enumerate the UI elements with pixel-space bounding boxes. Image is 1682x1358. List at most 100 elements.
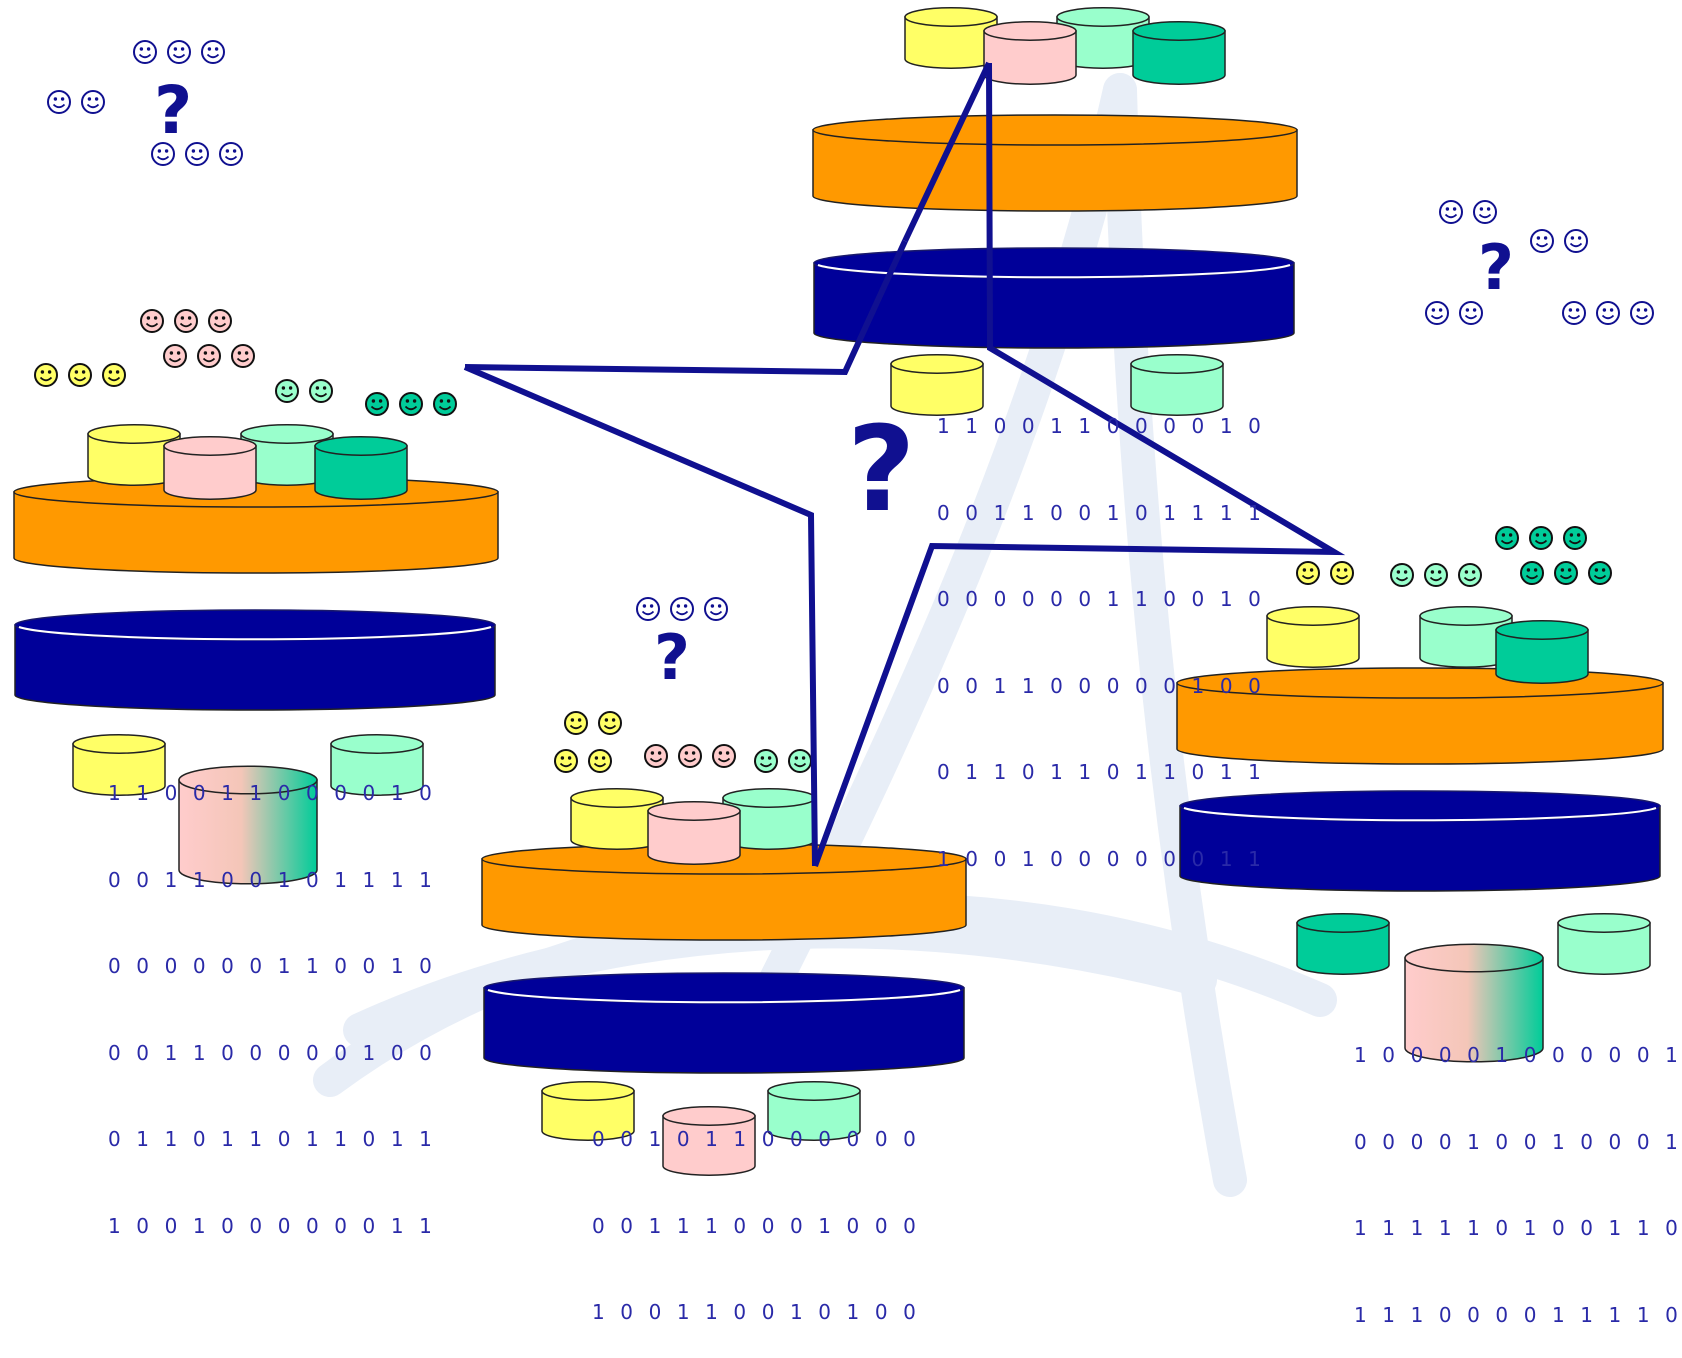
smiley-face-icon [598, 711, 622, 735]
smiley-head [140, 309, 164, 333]
smiley-head [1439, 200, 1463, 224]
smiley-eye [173, 47, 178, 51]
smiley-head [399, 392, 423, 416]
cylinder-top [1266, 606, 1360, 626]
smiley-eye [315, 386, 320, 390]
smiley-head [167, 40, 191, 64]
smiley-eye [221, 316, 226, 320]
smiley-eye [1602, 308, 1607, 312]
smiley-eye [203, 351, 208, 355]
smiley-face-icon [163, 344, 187, 368]
cylinder-top [87, 424, 181, 444]
navy-platform-middle [483, 972, 965, 1074]
smiley-face-icon [1390, 563, 1414, 587]
database-cylinder-icon [890, 354, 984, 416]
smiley-face-icon [174, 309, 198, 333]
smiley-mouth [1429, 576, 1443, 582]
smiley-eye [157, 149, 162, 153]
smiley-mouth [145, 322, 159, 328]
smiley-head [1630, 301, 1654, 325]
smiley-eye [207, 47, 212, 51]
smiley-eye [139, 47, 144, 51]
smiley-mouth [156, 155, 170, 161]
smiley-head [644, 744, 668, 768]
smiley-mouth [683, 757, 697, 763]
smiley-head [598, 711, 622, 735]
smiley-face-icon [133, 40, 157, 64]
smiley-mouth [759, 762, 773, 768]
smiley-eye [164, 149, 169, 153]
smiley-face-icon [1439, 200, 1463, 224]
smiley-face-icon [1424, 563, 1448, 587]
smiley-eye [115, 370, 120, 374]
cylinder-body [662, 1115, 756, 1176]
smiley-eye [1452, 207, 1457, 211]
smiley-mouth [1301, 574, 1315, 580]
binary-row: 0 0 0 0 1 0 0 1 0 0 0 1 [1354, 1129, 1682, 1154]
smiley-face-icon [564, 711, 588, 735]
smiley-eye [1501, 533, 1506, 537]
smiley-mouth [603, 724, 617, 730]
platform-top [812, 114, 1298, 146]
cylinder-body [1557, 922, 1651, 975]
cylinder-top [1404, 943, 1544, 973]
binary-row: 1 1 1 0 0 0 0 1 1 1 1 0 [1354, 1302, 1682, 1327]
smiley-eye [1336, 568, 1341, 572]
cylinder-top [904, 7, 998, 27]
smiley-head [1495, 526, 1519, 550]
smiley-eye [322, 386, 327, 390]
database-cylinder-icon [662, 1106, 756, 1176]
smiley-face-icon [102, 363, 126, 387]
smiley-face-icon [588, 749, 612, 773]
smiley-eye [649, 604, 654, 608]
platform-rim [487, 989, 961, 1004]
cylinder-top [570, 788, 664, 808]
network-connector-line [463, 364, 818, 867]
smiley-eye [601, 756, 606, 760]
smiley-mouth [172, 53, 186, 59]
orange-platform-middle [481, 843, 967, 941]
smiley-head [197, 344, 221, 368]
cylinder-top [767, 1081, 861, 1101]
smiley-eye [1577, 236, 1582, 240]
smiley-mouth [559, 762, 573, 768]
smiley-mouth [1569, 242, 1583, 248]
smiley-eye [146, 316, 151, 320]
smiley-eye [53, 97, 58, 101]
smiley-head [1458, 563, 1482, 587]
platform-rim [18, 626, 492, 641]
smiley-head [102, 363, 126, 387]
smiley-eye [801, 756, 806, 760]
platform-side [13, 491, 499, 574]
smiley-head [1520, 561, 1544, 585]
smiley-eye [1567, 568, 1572, 572]
smiley-eye [1465, 308, 1470, 312]
binary-row: 1 1 1 1 1 0 1 0 0 1 1 0 [1354, 1216, 1682, 1240]
binary-row: 1 1 0 0 1 1 0 0 0 0 1 0 [937, 414, 1266, 438]
cylinder-top [1056, 7, 1150, 27]
smiley-mouth [73, 376, 87, 382]
binary-row: 0 0 1 1 0 0 0 0 0 1 0 0 [108, 1040, 437, 1065]
cylinder-body [314, 445, 408, 500]
binary-row: 0 0 0 0 0 0 1 1 0 0 1 0 [108, 954, 437, 978]
smiley-eye [567, 756, 572, 760]
smiley-eye [577, 718, 582, 722]
smiley-eye [683, 604, 688, 608]
cylinder-body [1495, 629, 1589, 684]
users-layer [34, 40, 1654, 773]
smiley-head [231, 344, 255, 368]
smiley-head [1390, 563, 1414, 587]
smiley-eye [794, 756, 799, 760]
smiley-face-icon [1520, 561, 1544, 585]
binary-row: 1 0 0 1 0 0 0 0 0 0 1 1 [108, 1213, 437, 1238]
smiley-face-icon [185, 142, 209, 166]
smiley-eye [1568, 308, 1573, 312]
navy-platform-right [1179, 790, 1661, 892]
smiley-face-icon [1530, 229, 1554, 253]
database-cylinder-icon [163, 436, 257, 500]
smiley-mouth [569, 724, 583, 730]
binary-row: 1 0 0 1 1 0 0 1 0 1 0 0 [592, 1300, 921, 1324]
smiley-eye [281, 386, 286, 390]
smiley-face-icon [1330, 561, 1354, 585]
smiley-head [68, 363, 92, 387]
